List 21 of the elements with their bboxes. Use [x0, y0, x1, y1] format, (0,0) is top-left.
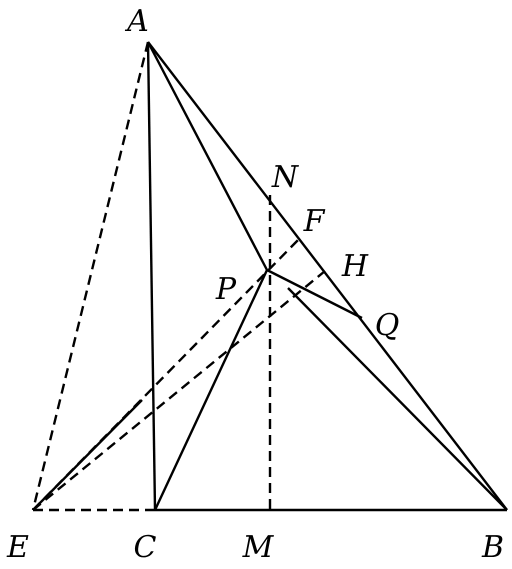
dashed-line	[32, 42, 150, 510]
line-segment	[147, 41, 508, 511]
dashed-line	[32, 270, 326, 511]
line-segment	[266, 268, 363, 320]
point-label: C	[130, 531, 160, 565]
line-segment	[287, 287, 508, 511]
point-label: P	[211, 273, 241, 307]
point-label: H	[340, 250, 370, 284]
line-segment	[154, 270, 268, 510]
point-label: N	[270, 161, 300, 195]
point-label: F	[299, 205, 329, 239]
point-label: M	[243, 531, 273, 565]
point-label: B	[478, 531, 508, 565]
point-label: A	[123, 5, 153, 39]
point-label: Q	[372, 309, 402, 343]
line-segment	[155, 508, 507, 512]
dashed-line	[268, 195, 272, 510]
dashed-line	[32, 237, 301, 511]
point-label: E	[3, 531, 33, 565]
dashed-line	[33, 508, 155, 512]
line-segment	[146, 41, 268, 271]
